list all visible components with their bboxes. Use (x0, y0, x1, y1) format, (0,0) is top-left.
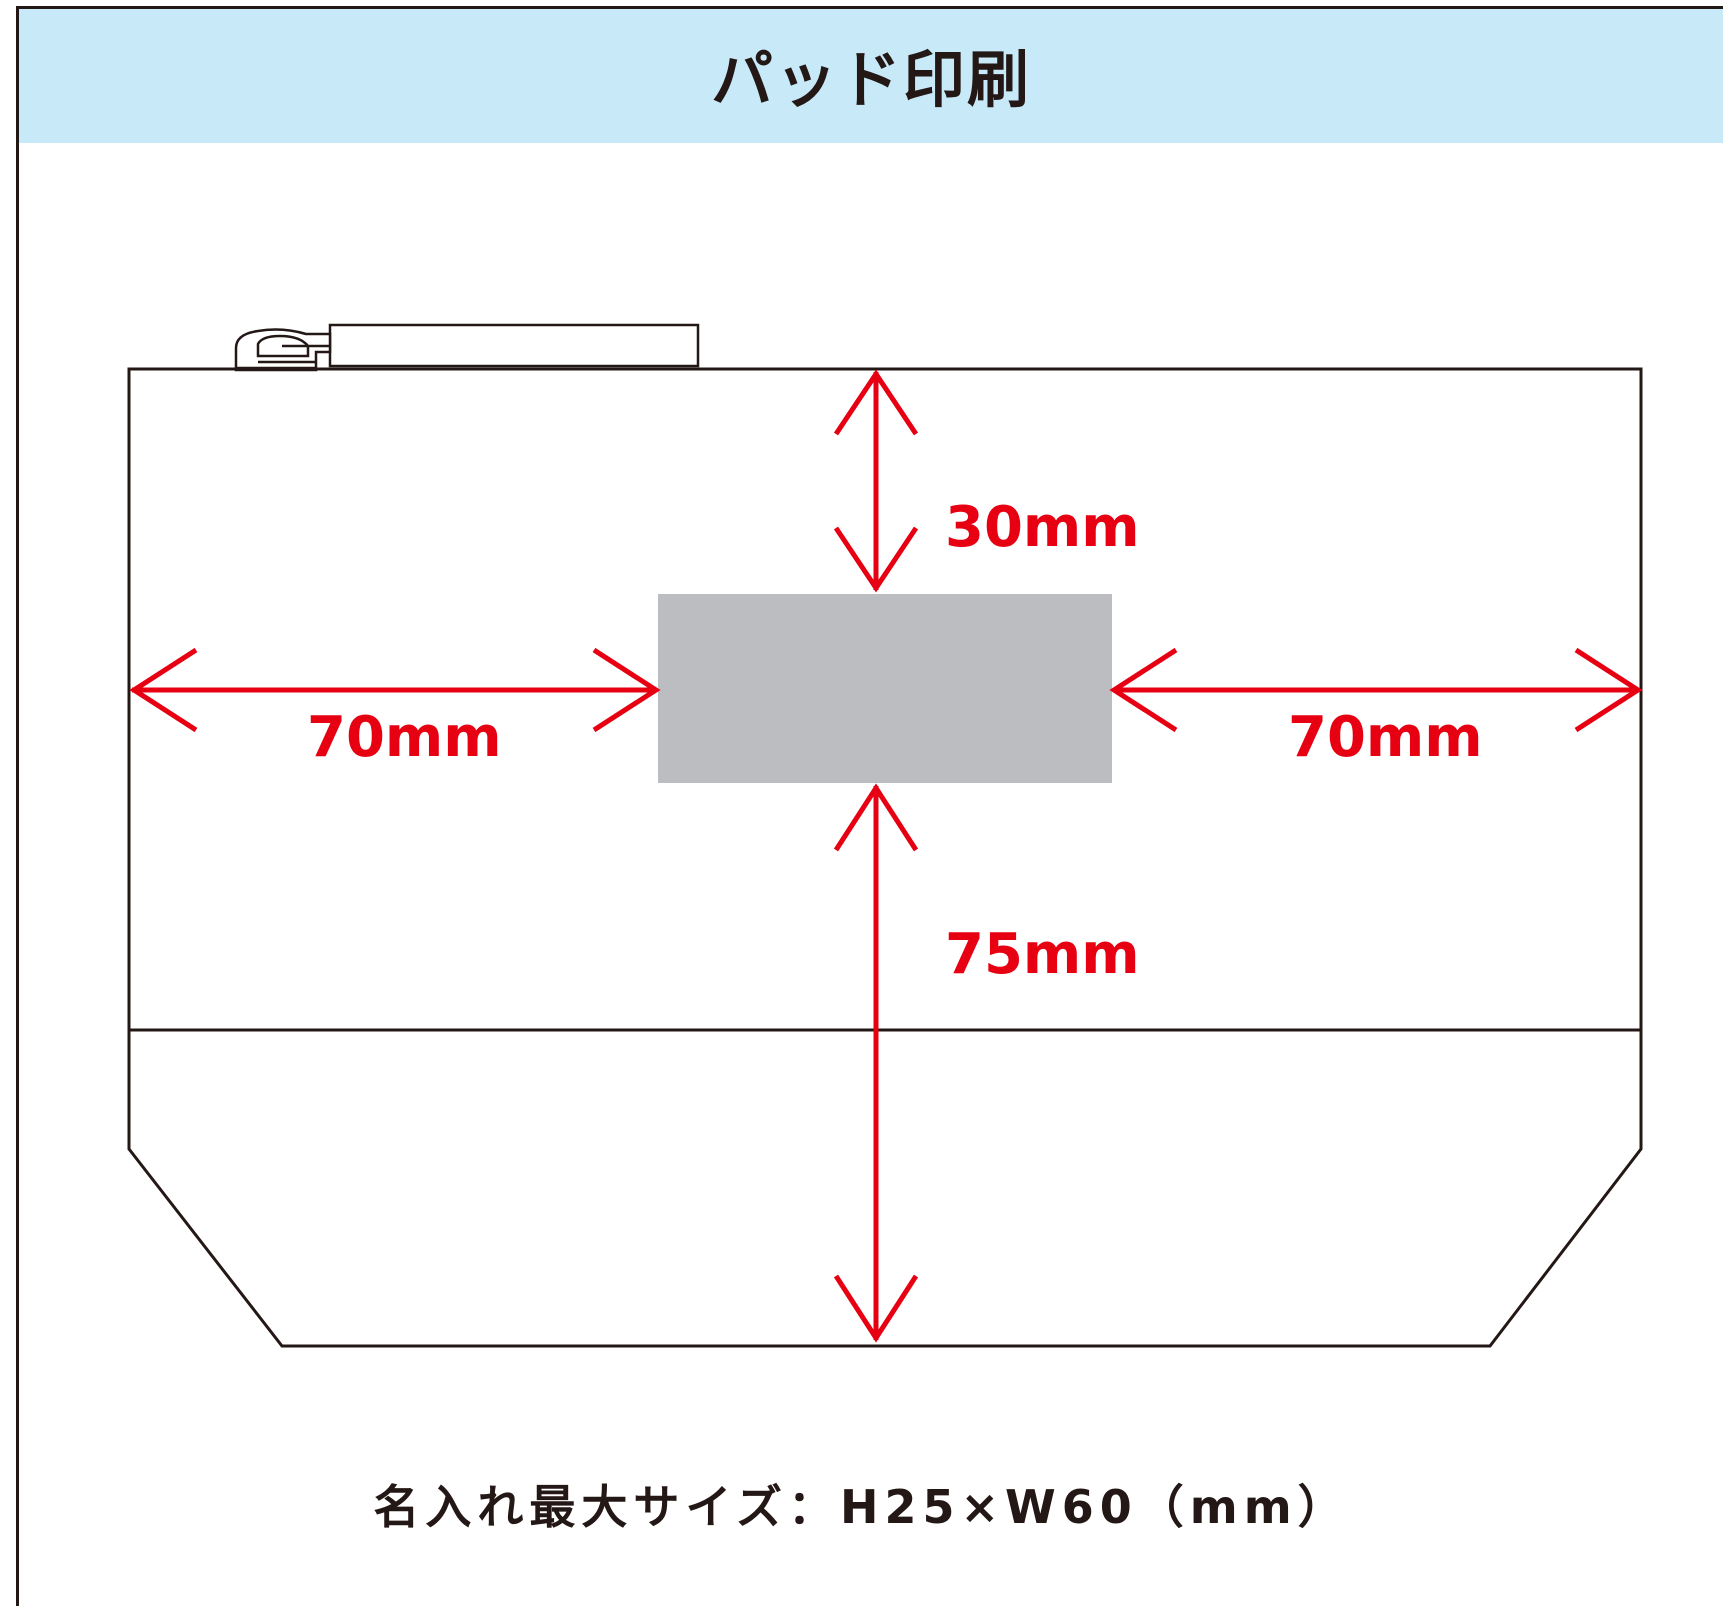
title-banner: パッド印刷 (19, 9, 1723, 143)
max-size-caption: 名入れ最大サイズ：H25×W60（mm） (373, 1480, 1350, 1534)
bag-outline (127, 367, 1643, 1348)
right-dimension-arrow (1109, 647, 1643, 733)
right-dimension-label: 70mm (1288, 705, 1483, 770)
outer-frame (16, 6, 1723, 1606)
print-area (658, 594, 1112, 783)
left-dimension-arrow (129, 647, 661, 733)
bottom-dimension-label: 75mm (945, 922, 1140, 987)
top-dimension-label: 30mm (945, 495, 1140, 560)
left-dimension-label: 70mm (307, 705, 502, 770)
bottom-dimension-arrow (833, 783, 919, 1343)
page-title: パッド印刷 (710, 43, 1031, 116)
top-dimension-arrow (833, 369, 919, 593)
zipper-icon (234, 323, 700, 372)
